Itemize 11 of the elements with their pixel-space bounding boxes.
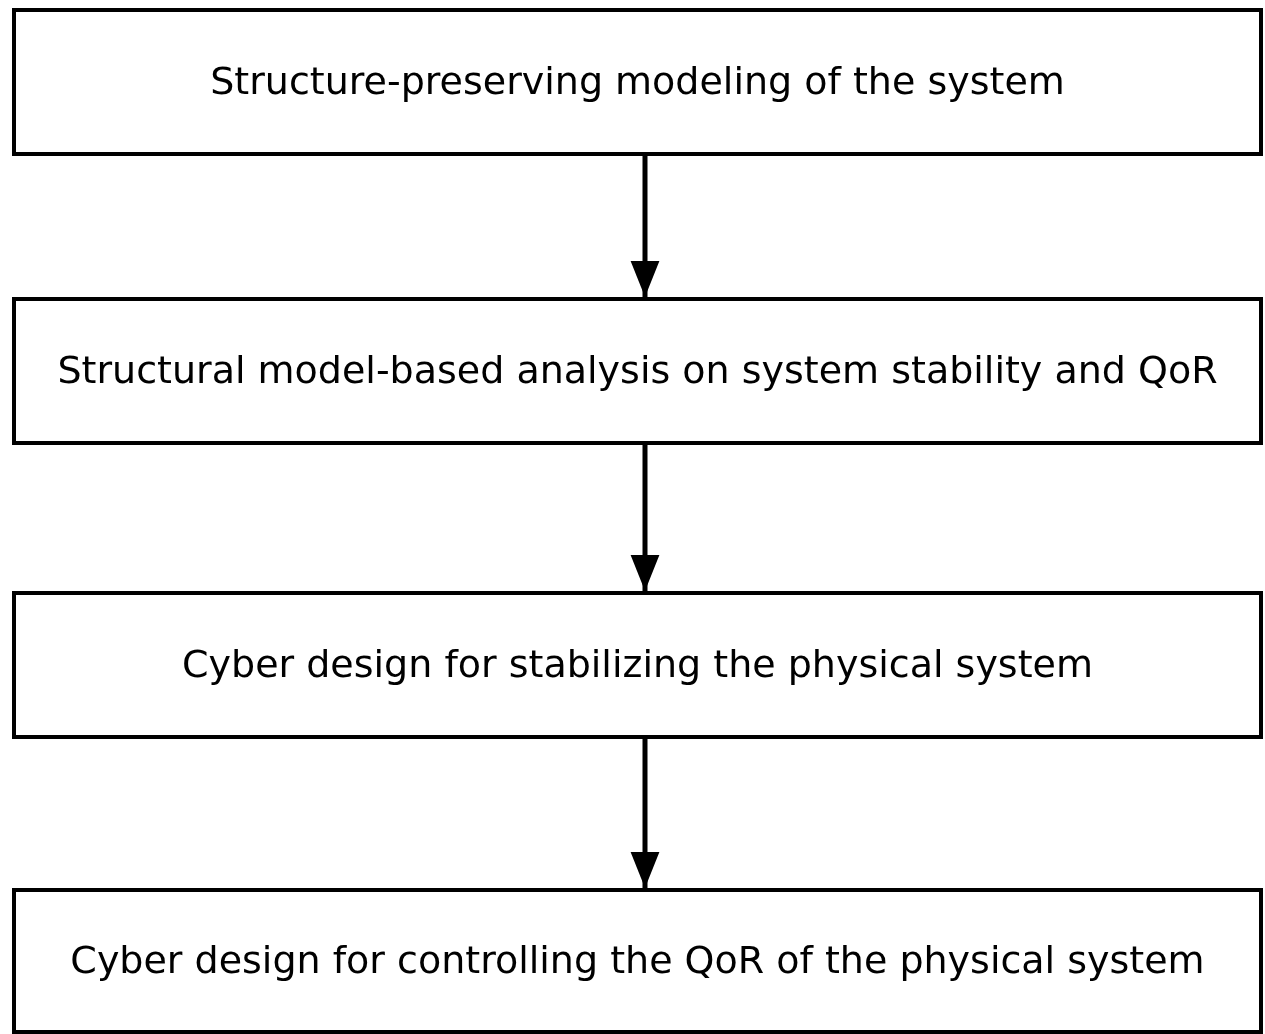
box-text: Structure-preserving modeling of the system — [210, 58, 1065, 106]
arrow — [630, 156, 660, 297]
box-text: Cyber design for controlling the QoR of the physical system — [70, 937, 1205, 985]
process-box — [12, 591, 1263, 739]
box-text: Cyber design for stabilizing the physical system — [182, 641, 1093, 689]
process-box — [12, 297, 1263, 445]
box-text: Structural model-based analysis on system stability and QoR — [57, 347, 1218, 395]
process-box — [12, 8, 1263, 156]
arrow — [630, 739, 660, 888]
process-box — [12, 888, 1263, 1034]
arrow — [630, 445, 660, 591]
